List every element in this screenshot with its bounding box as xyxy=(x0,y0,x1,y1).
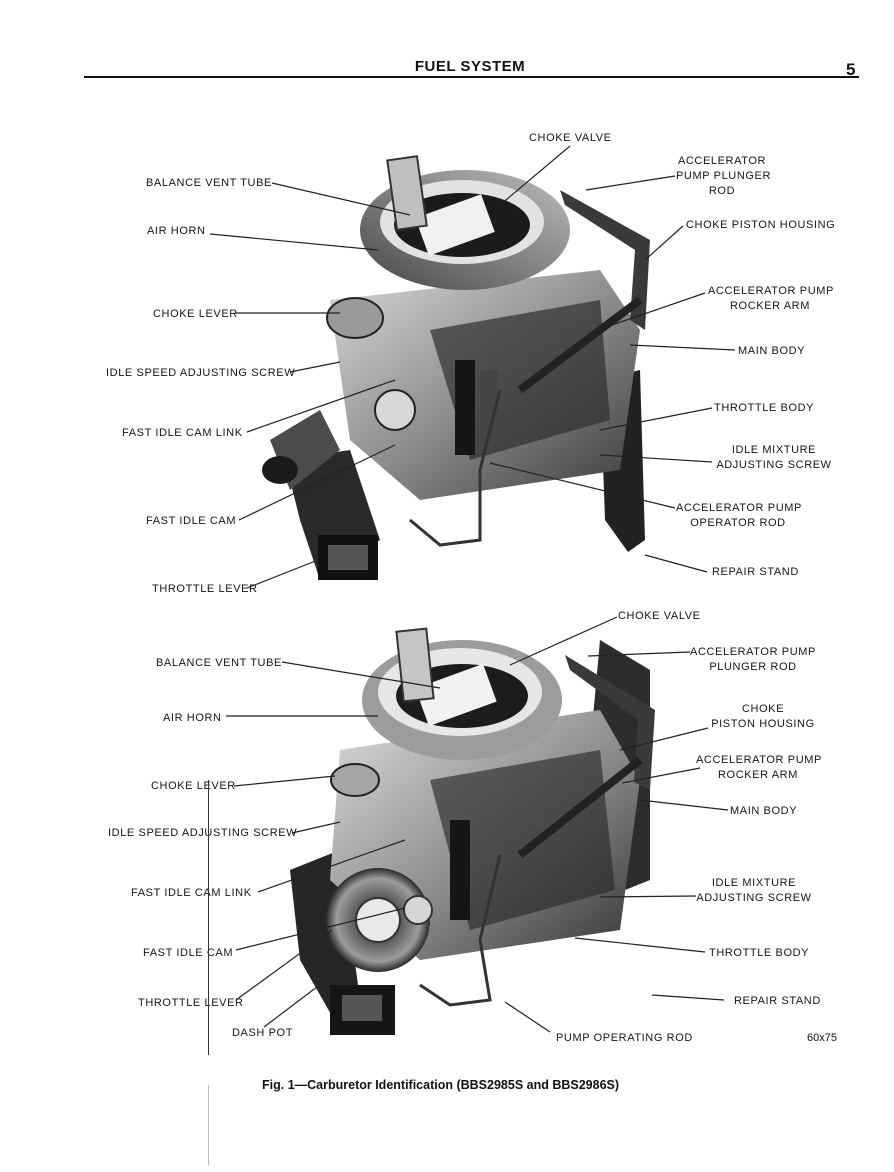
label-main-body-bottom: MAIN BODY xyxy=(730,805,798,817)
label-repair-stand-top: REPAIR STAND xyxy=(712,566,799,578)
page-number: 5 xyxy=(846,60,856,79)
figure-reference-code: 60x75 xyxy=(807,1032,837,1044)
figure-caption: Fig. 1—Carburetor Identification (BBS298… xyxy=(262,1078,620,1092)
label-idle-speed-adjusting-screw-bottom: IDLE SPEED ADJUSTING SCREW xyxy=(108,827,298,839)
label-balance-vent-tube-bottom: BALANCE VENT TUBE xyxy=(156,657,282,669)
label-throttle-body-top: THROTTLE BODY xyxy=(714,402,815,414)
label-fast-idle-cam-bottom: FAST IDLE CAM xyxy=(143,947,234,959)
scan-edge-line xyxy=(208,780,209,1055)
label-accelerator-pump-plunger-rod-bottom: ACCELERATOR PUMP PLUNGER ROD xyxy=(690,646,816,673)
carburetor-illustration-bottom xyxy=(226,616,729,1035)
label-fast-idle-cam-link-top: FAST IDLE CAM LINK xyxy=(122,427,243,439)
label-idle-speed-adjusting-screw-top: IDLE SPEED ADJUSTING SCREW xyxy=(106,367,296,379)
label-throttle-lever-bottom: THROTTLE LEVER xyxy=(138,997,244,1009)
label-choke-lever-bottom: CHOKE LEVER xyxy=(151,780,236,792)
label-throttle-lever-top: THROTTLE LEVER xyxy=(152,583,258,595)
label-accelerator-pump-rocker-arm-bottom: ACCELERATOR PUMP ROCKER ARM xyxy=(696,754,822,781)
label-repair-stand-bottom: REPAIR STAND xyxy=(734,995,821,1007)
label-accelerator-pump-operator-rod-top: ACCELERATOR PUMP OPERATOR ROD xyxy=(676,502,802,529)
label-main-body-top: MAIN BODY xyxy=(738,345,806,357)
label-air-horn-bottom: AIR HORN xyxy=(163,712,222,724)
carburetor-illustration-top xyxy=(209,145,736,589)
label-fast-idle-cam-link-bottom: FAST IDLE CAM LINK xyxy=(131,887,252,899)
label-choke-valve-top: CHOKE VALVE xyxy=(529,132,612,144)
label-dash-pot-bottom: DASH POT xyxy=(232,1027,294,1039)
scan-edge-line-faint xyxy=(208,1085,209,1165)
label-idle-mixture-adjusting-screw-bottom: IDLE MIXTURE ADJUSTING SCREW xyxy=(696,877,812,904)
label-throttle-body-bottom: THROTTLE BODY xyxy=(709,947,810,959)
label-choke-lever-top: CHOKE LEVER xyxy=(153,308,238,320)
label-fast-idle-cam-top: FAST IDLE CAM xyxy=(146,515,237,527)
label-pump-operating-rod-bottom: PUMP OPERATING ROD xyxy=(556,1032,693,1044)
label-choke-valve-bottom: CHOKE VALVE xyxy=(618,610,701,622)
label-air-horn-top: AIR HORN xyxy=(147,225,206,237)
header-rule xyxy=(84,76,859,78)
label-idle-mixture-adjusting-screw-top: IDLE MIXTURE ADJUSTING SCREW xyxy=(716,444,832,471)
label-choke-piston-housing-top: CHOKE PISTON HOUSING xyxy=(686,219,836,231)
label-balance-vent-tube-top: BALANCE VENT TUBE xyxy=(146,177,272,189)
label-accelerator-pump-plunger-rod-top: ACCELERATOR PUMP PLUNGER ROD xyxy=(676,155,772,197)
label-accelerator-pump-rocker-arm-top: ACCELERATOR PUMP ROCKER ARM xyxy=(708,285,834,312)
section-title: FUEL SYSTEM xyxy=(414,58,526,75)
label-choke-piston-housing-bottom: CHOKE PISTON HOUSING xyxy=(711,703,815,730)
